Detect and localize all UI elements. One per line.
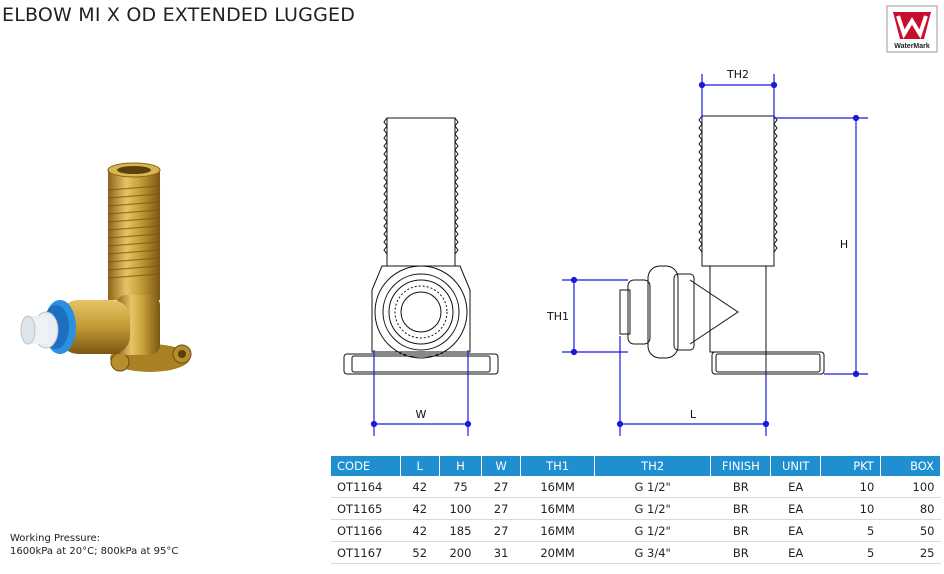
cell-l: 42 <box>400 476 440 498</box>
page-title: ELBOW MI X OD EXTENDED LUGGED <box>2 4 356 26</box>
cell-box: 80 <box>880 497 941 520</box>
cell-th2: G 1/2" <box>594 476 711 498</box>
dimension-th2-label: TH2 <box>726 68 749 81</box>
cell-th1: 16MM <box>520 476 595 498</box>
cell-pkt: 10 <box>820 476 881 498</box>
cell-code: OT1165 <box>331 497 401 520</box>
table-row: OT1165 42 100 27 16MM G 1/2" BR EA 10 80 <box>331 497 941 520</box>
table-header-row: CODE L H W TH1 TH2 FINISH UNIT PKT BOX <box>331 456 942 476</box>
cell-unit: EA <box>770 476 821 498</box>
pressure-value: 1600kPa at 20°C; 800kPa at 95°C <box>10 546 179 557</box>
cell-finish: BR <box>710 476 771 498</box>
cell-code: OT1166 <box>331 519 401 542</box>
col-h: H <box>439 456 482 476</box>
product-photo <box>20 130 220 430</box>
table-row: OT1164 42 75 27 16MM G 1/2" BR EA 10 100 <box>331 476 941 498</box>
pressure-heading: Working Pressure: <box>10 533 101 544</box>
cell-th1: 16MM <box>520 519 595 542</box>
cell-th1: 16MM <box>520 497 595 520</box>
cell-w: 27 <box>481 519 521 542</box>
cell-unit: EA <box>770 497 821 520</box>
cell-th2: G 1/2" <box>594 519 711 542</box>
cell-pkt: 10 <box>820 497 881 520</box>
col-l: L <box>400 456 440 476</box>
cell-h: 75 <box>439 476 482 498</box>
dimension-l-label: L <box>690 408 697 421</box>
col-finish: FINISH <box>710 456 772 476</box>
cell-w: 31 <box>481 541 521 564</box>
cell-box: 25 <box>880 541 941 564</box>
cell-box: 50 <box>880 519 941 542</box>
cell-finish: BR <box>710 541 771 564</box>
cell-pkt: 5 <box>820 541 881 564</box>
cell-h: 100 <box>439 497 482 520</box>
cell-l: 42 <box>400 497 440 520</box>
dimension-th1-label: TH1 <box>546 310 569 323</box>
cell-unit: EA <box>770 519 821 542</box>
cell-w: 27 <box>481 476 521 498</box>
col-pkt: PKT <box>820 456 881 476</box>
cell-th2: G 1/2" <box>594 497 711 520</box>
cell-th1: 20MM <box>520 541 595 564</box>
cell-l: 52 <box>400 541 440 564</box>
cell-code: OT1164 <box>331 476 401 498</box>
cell-h: 185 <box>439 519 482 542</box>
cell-unit: EA <box>770 541 821 564</box>
specification-table: CODE L H W TH1 TH2 FINISH UNIT PKT BOX O… <box>331 456 942 564</box>
cell-th2: G 3/4" <box>594 541 711 564</box>
cell-finish: BR <box>710 497 771 520</box>
cell-code: OT1167 <box>331 541 401 564</box>
cell-w: 27 <box>481 497 521 520</box>
col-unit: UNIT <box>770 456 822 476</box>
technical-drawing: W L TH1 TH2 H <box>330 60 944 450</box>
logo-text: WaterMark <box>894 43 930 50</box>
table-row: OT1166 42 185 27 16MM G 1/2" BR EA 5 50 <box>331 519 941 542</box>
col-th1: TH1 <box>520 456 595 476</box>
table-row: OT1167 52 200 31 20MM G 3/4" BR EA 5 25 <box>331 541 941 564</box>
cell-l: 42 <box>400 519 440 542</box>
dimension-h-label: H <box>840 238 848 251</box>
working-pressure-note: Working Pressure: 1600kPa at 20°C; 800kP… <box>10 532 178 558</box>
cell-h: 200 <box>439 541 482 564</box>
watermark-logo: WaterMark <box>886 5 938 53</box>
col-th2: TH2 <box>594 456 712 476</box>
cell-box: 100 <box>880 476 941 498</box>
dimension-w-label: W <box>416 408 427 421</box>
cell-finish: BR <box>710 519 771 542</box>
col-w: W <box>481 456 522 476</box>
col-box: BOX <box>880 456 942 476</box>
cell-pkt: 5 <box>820 519 881 542</box>
col-code: CODE <box>331 456 401 476</box>
